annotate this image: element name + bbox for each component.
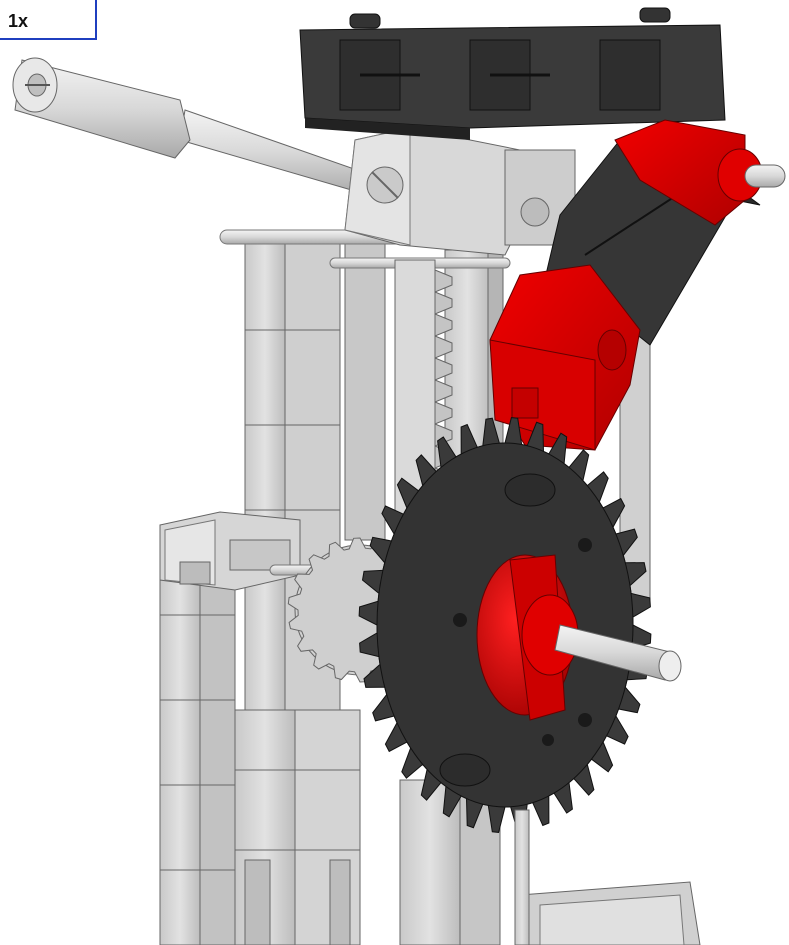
top-connector xyxy=(344,127,576,256)
quantity-label: 1x xyxy=(8,11,29,31)
red-hinge-assembly xyxy=(489,119,786,451)
quantity-callout: 1x xyxy=(0,0,97,40)
hub-axle xyxy=(554,624,682,682)
top-dark-plate xyxy=(299,7,726,140)
base-plate xyxy=(519,881,701,945)
red-hub xyxy=(476,554,579,721)
lever-rod xyxy=(12,57,381,197)
side-connector xyxy=(159,511,301,591)
vertical-axle xyxy=(514,809,530,945)
